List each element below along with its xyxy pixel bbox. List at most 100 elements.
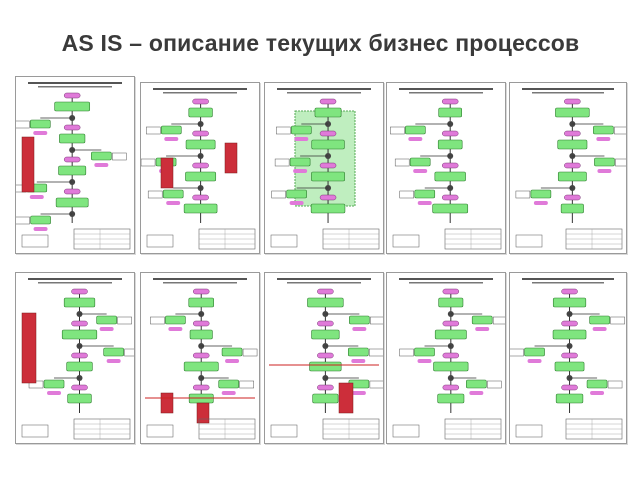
diagram-page-9[interactable] [386,272,506,444]
process-node [67,393,92,404]
event-node [63,92,81,99]
document-node [124,348,134,357]
diagram-page-4[interactable] [386,82,506,254]
event-node [221,391,236,395]
process-node [43,379,65,389]
event-node [225,359,240,363]
flowchart-drawing [141,88,256,250]
process-node [307,297,344,308]
event-node [564,162,581,169]
event-node [408,137,423,141]
event-node [106,359,121,363]
process-node [414,189,436,199]
legend-box [21,424,49,438]
gateway-node [447,375,454,381]
event-node [168,327,183,331]
event-node [71,320,88,327]
process-node [432,203,469,214]
event-node [63,188,81,195]
document-node [16,216,30,225]
diagram-page-8[interactable] [264,272,384,444]
page-heading-line [153,88,247,90]
event-node [561,384,578,391]
process-node [555,107,590,118]
document-node [274,158,290,167]
document-node [369,348,383,357]
flowchart-drawing [270,88,380,250]
diagram-page-3[interactable] [264,82,384,254]
document-block [160,157,174,189]
flowchart-drawing [16,82,131,250]
process-node [433,361,469,372]
page-heading-line [277,88,371,90]
diagram-page-2[interactable] [140,82,260,254]
diagram-page-1[interactable] [15,76,135,254]
process-node [557,139,588,150]
flowchart-drawing [392,278,505,440]
process-node [218,379,240,389]
process-node [188,107,213,118]
event-node [597,169,612,173]
process-node [286,189,307,199]
process-node [311,171,345,182]
page-heading-line [163,282,237,284]
event-node [527,359,542,363]
event-node [561,352,578,359]
event-node [33,131,48,135]
event-node [293,169,308,173]
process-node [524,347,545,357]
event-node [33,227,48,231]
event-node [71,352,88,359]
page-heading-line [28,278,122,280]
legend-box [270,234,298,248]
event-node [564,98,581,105]
event-node [441,194,459,201]
process-node [552,329,587,340]
event-node [192,352,210,359]
page-heading-line [399,88,493,90]
page-heading-line [399,278,493,280]
page-heading-line [153,278,247,280]
gateway-node [569,185,576,191]
process-node [61,329,98,340]
document-block [196,402,210,424]
document-node [515,190,531,199]
gateway-node [447,311,454,317]
legend-box [146,234,174,248]
event-node [192,384,210,391]
event-node [47,391,62,395]
event-node [351,359,366,363]
document-block [160,392,174,414]
page-heading-line [163,92,237,94]
diagram-page-7[interactable] [140,272,260,444]
diagram-page-6[interactable] [15,272,135,444]
page-heading-line [532,282,604,284]
event-node [192,130,209,137]
process-node [560,203,584,214]
document-node [487,380,502,389]
process-node [414,347,435,357]
document-node [399,190,415,199]
event-node [319,162,337,169]
event-node [317,352,334,359]
document-node [369,380,383,389]
document-node [399,348,414,357]
document-node [242,348,258,357]
diagram-page-5[interactable] [509,82,627,254]
process-node [59,133,86,144]
document-node [239,380,254,389]
document-node [614,126,626,135]
page-heading-line [409,92,483,94]
event-node [192,288,210,295]
process-node [160,125,182,135]
document-node [276,126,291,135]
document-node [117,316,132,325]
event-node [319,98,337,105]
event-node [71,384,88,391]
process-node [557,171,587,182]
event-node [564,130,581,137]
event-node [441,162,459,169]
page-heading-line [287,282,361,284]
page-heading-line [532,92,604,94]
diagram-page-10[interactable] [509,272,627,444]
